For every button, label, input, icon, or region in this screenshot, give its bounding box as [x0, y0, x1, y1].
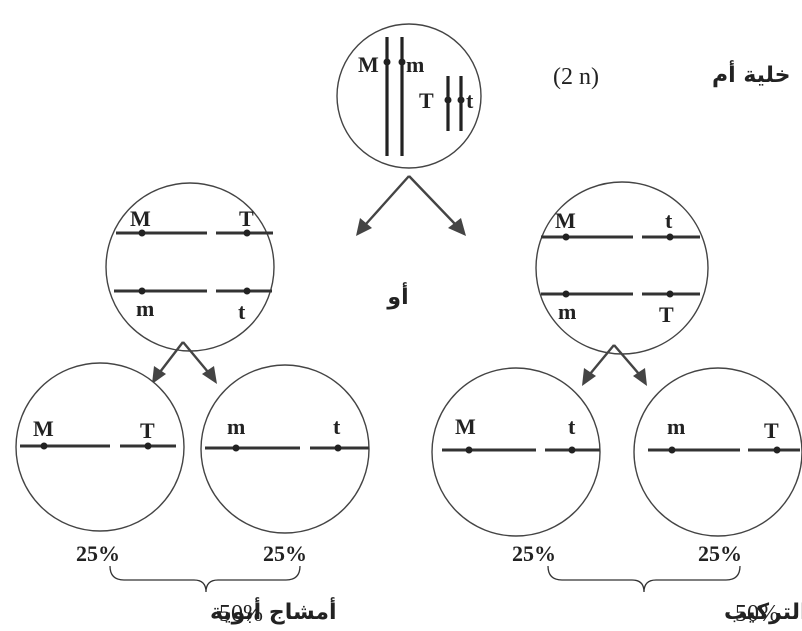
right-top-allele-1: M: [555, 208, 576, 233]
left-meiosis-cell: M T m t: [105, 182, 275, 352]
right-bottom-allele-1: m: [558, 299, 576, 324]
or-label: أو: [386, 281, 408, 310]
gamete-left-2-allele-2: t: [333, 414, 341, 439]
right-total-label: أمشاج جديدة التركيب: [724, 596, 802, 625]
gamete-left-1-allele-1: M: [33, 416, 54, 441]
left-total-percent: 50%: [219, 601, 263, 627]
allele-t-label: t: [466, 88, 474, 113]
gamete-left-1-allele-2: T: [140, 418, 155, 443]
right-bottom-allele-2: T: [659, 302, 674, 327]
right-top-allele-2: t: [665, 208, 673, 233]
gamete-right-2-allele-2: T: [764, 418, 779, 443]
allele-T-label: T: [419, 88, 434, 113]
allele-m-label: m: [406, 52, 424, 77]
ploidy-label: (2 n): [553, 64, 599, 90]
gamete-left-2-percent: 25%: [263, 541, 307, 566]
gamete-left-2-allele-1: m: [227, 414, 245, 439]
gamete-left-1-percent: 25%: [76, 541, 120, 566]
right-gamete-arrows: [582, 344, 647, 386]
left-bottom-allele-1: m: [136, 296, 154, 321]
left-gamete-arrows: [152, 341, 217, 384]
left-top-allele-1: M: [130, 206, 151, 231]
gamete-right-1: M t: [431, 367, 601, 537]
gamete-left-1: M T: [15, 362, 185, 532]
gamete-left-2: m t: [200, 364, 370, 534]
mother-cell: M m T t: [336, 23, 482, 169]
gamete-right-1-allele-2: t: [568, 414, 576, 439]
mother-cell-label: خلية أم: [712, 59, 790, 88]
gamete-right-1-percent: 25%: [512, 541, 556, 566]
right-brace: [547, 565, 741, 593]
gamete-right-1-allele-1: M: [455, 414, 476, 439]
locus-m: [398, 58, 406, 66]
right-total-percent: 50%: [735, 601, 779, 627]
split-arrows: [356, 175, 466, 236]
gamete-right-2: m T: [633, 367, 802, 537]
locus-T: [444, 96, 452, 104]
gamete-right-2-percent: 25%: [698, 541, 742, 566]
allele-M-label: M: [358, 52, 379, 77]
left-brace: [109, 565, 301, 593]
gamete-right-2-allele-1: m: [667, 414, 685, 439]
left-bottom-allele-2: t: [238, 299, 246, 324]
right-meiosis-cell: M t m T: [535, 181, 709, 355]
left-total-label: أمشاج أبوية: [210, 596, 337, 625]
mother-cell-circle: [336, 23, 482, 169]
locus-t: [457, 96, 465, 104]
locus-M: [383, 58, 391, 66]
left-top-allele-2: T: [239, 206, 254, 231]
